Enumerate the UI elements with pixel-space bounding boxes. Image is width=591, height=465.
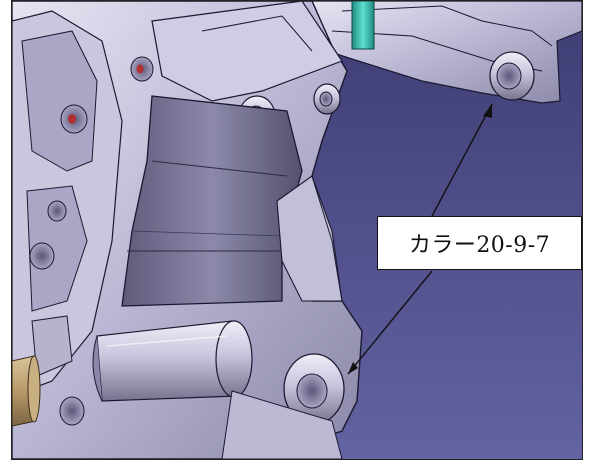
collar-callout-label: カラー20-9-7 bbox=[377, 216, 582, 270]
upper-crossbar bbox=[151, 1, 343, 102]
frame-hole-4 bbox=[47, 200, 67, 222]
arrowhead-upper bbox=[483, 104, 492, 118]
cad-viewport[interactable]: カラー20-9-7 bbox=[11, 0, 583, 460]
bottom-hole-1 bbox=[59, 396, 85, 426]
lower-leg bbox=[221, 390, 343, 459]
leader-line-upper bbox=[431, 103, 493, 217]
teal-sleeve bbox=[351, 1, 375, 50]
pin-end bbox=[215, 320, 253, 398]
lower-collar-hole bbox=[296, 373, 328, 409]
frame-hole-1-thread bbox=[68, 114, 76, 124]
leader-line-lower bbox=[347, 270, 433, 375]
upper-collar-hole bbox=[496, 62, 522, 90]
web-panel bbox=[121, 95, 303, 307]
arrowhead-lower bbox=[348, 362, 358, 374]
frame-hole-3 bbox=[29, 242, 55, 270]
